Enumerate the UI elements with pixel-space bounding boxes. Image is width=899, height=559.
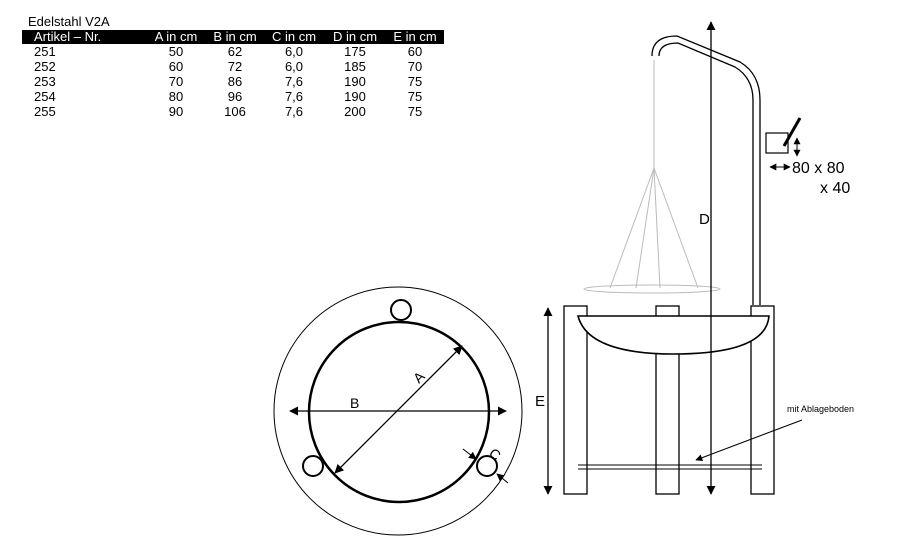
- leg-circle-left: [302, 455, 324, 477]
- table-row: 254 80 96 7,6 190 75: [22, 89, 444, 104]
- cell-a: 90: [168, 104, 184, 119]
- cell-b: 86: [227, 74, 243, 89]
- dimension-a-line: [334, 345, 463, 474]
- table-row: 252 60 72 6,0 185 70: [22, 59, 444, 74]
- table-title: Edelstahl V2A: [28, 14, 110, 29]
- cell-b: 62: [227, 44, 243, 59]
- cell-c: 7,6: [284, 104, 304, 119]
- cell-e: 60: [407, 44, 423, 59]
- header-a: A in cm: [146, 30, 206, 44]
- cell-c: 6,0: [284, 59, 304, 74]
- dimension-c-arrow-out: [496, 473, 509, 484]
- cell-d: 175: [344, 44, 366, 59]
- cell-e: 75: [407, 104, 423, 119]
- inner-bowl-rim: [307, 320, 491, 504]
- label-b: B: [350, 395, 359, 411]
- cell-a: 60: [168, 59, 184, 74]
- cell-artikel: 251: [34, 44, 56, 59]
- cell-c: 7,6: [284, 89, 304, 104]
- cell-d: 185: [344, 59, 366, 74]
- label-e: E: [535, 393, 545, 410]
- cell-a: 50: [168, 44, 184, 59]
- cell-e: 75: [407, 89, 423, 104]
- cell-d: 190: [344, 89, 366, 104]
- cell-b: 106: [224, 104, 246, 119]
- cell-e: 75: [407, 74, 423, 89]
- clamp-lever: [782, 117, 802, 147]
- table-row: 253 70 86 7,6 190 75: [22, 74, 444, 89]
- frame-leg-right: [750, 305, 775, 495]
- cell-c: 6,0: [284, 44, 304, 59]
- header-d: D in cm: [324, 30, 386, 44]
- cell-artikel: 254: [34, 89, 56, 104]
- size-label-line2: x 40: [820, 180, 850, 197]
- clamp-box: [765, 132, 789, 154]
- header-artikel: Artikel – Nr.: [22, 30, 146, 44]
- support-pole-inner: [658, 42, 754, 305]
- table-row: 255 90 106 7,6 200 75: [22, 104, 444, 119]
- cell-artikel: 252: [34, 59, 56, 74]
- cell-c: 7,6: [284, 74, 304, 89]
- dimension-c-arrow-in: [462, 448, 477, 460]
- header-e: E in cm: [386, 30, 444, 44]
- header-b: B in cm: [206, 30, 264, 44]
- label-d: D: [699, 211, 710, 228]
- cell-artikel: 255: [34, 104, 56, 119]
- size-label-line1: 80 x 80: [792, 160, 845, 177]
- cell-d: 190: [344, 74, 366, 89]
- shelf-callout-arrow: [695, 419, 803, 462]
- spec-table: Edelstahl V2A Artikel – Nr. A in cm B in…: [22, 13, 444, 119]
- cell-artikel: 253: [34, 74, 56, 89]
- cell-b: 72: [227, 59, 243, 74]
- cell-a: 70: [168, 74, 184, 89]
- outer-ring: [273, 286, 523, 536]
- fire-bowl: [576, 315, 770, 355]
- header-c: C in cm: [264, 30, 324, 44]
- table-header-row: Artikel – Nr. A in cm B in cm C in cm D …: [22, 30, 444, 44]
- frame-leg-left: [563, 305, 588, 495]
- dimension-table: Artikel – Nr. A in cm B in cm C in cm D …: [22, 30, 444, 119]
- shelf-label: mit Ablageboden: [787, 404, 854, 414]
- leg-circle-right: [476, 455, 498, 477]
- cell-a: 80: [168, 89, 184, 104]
- table-row: 251 50 62 6,0 175 60: [22, 44, 444, 59]
- cell-e: 70: [407, 59, 423, 74]
- cell-b: 96: [227, 89, 243, 104]
- hanging-kettle-outline: [583, 60, 721, 294]
- leg-circle-top: [390, 299, 412, 321]
- side-view: 80 x 80 x 40 D E mit Ablageboden: [535, 21, 854, 495]
- support-pole-outer: [651, 35, 761, 305]
- cell-d: 200: [344, 104, 366, 119]
- top-view: B A C: [273, 286, 523, 536]
